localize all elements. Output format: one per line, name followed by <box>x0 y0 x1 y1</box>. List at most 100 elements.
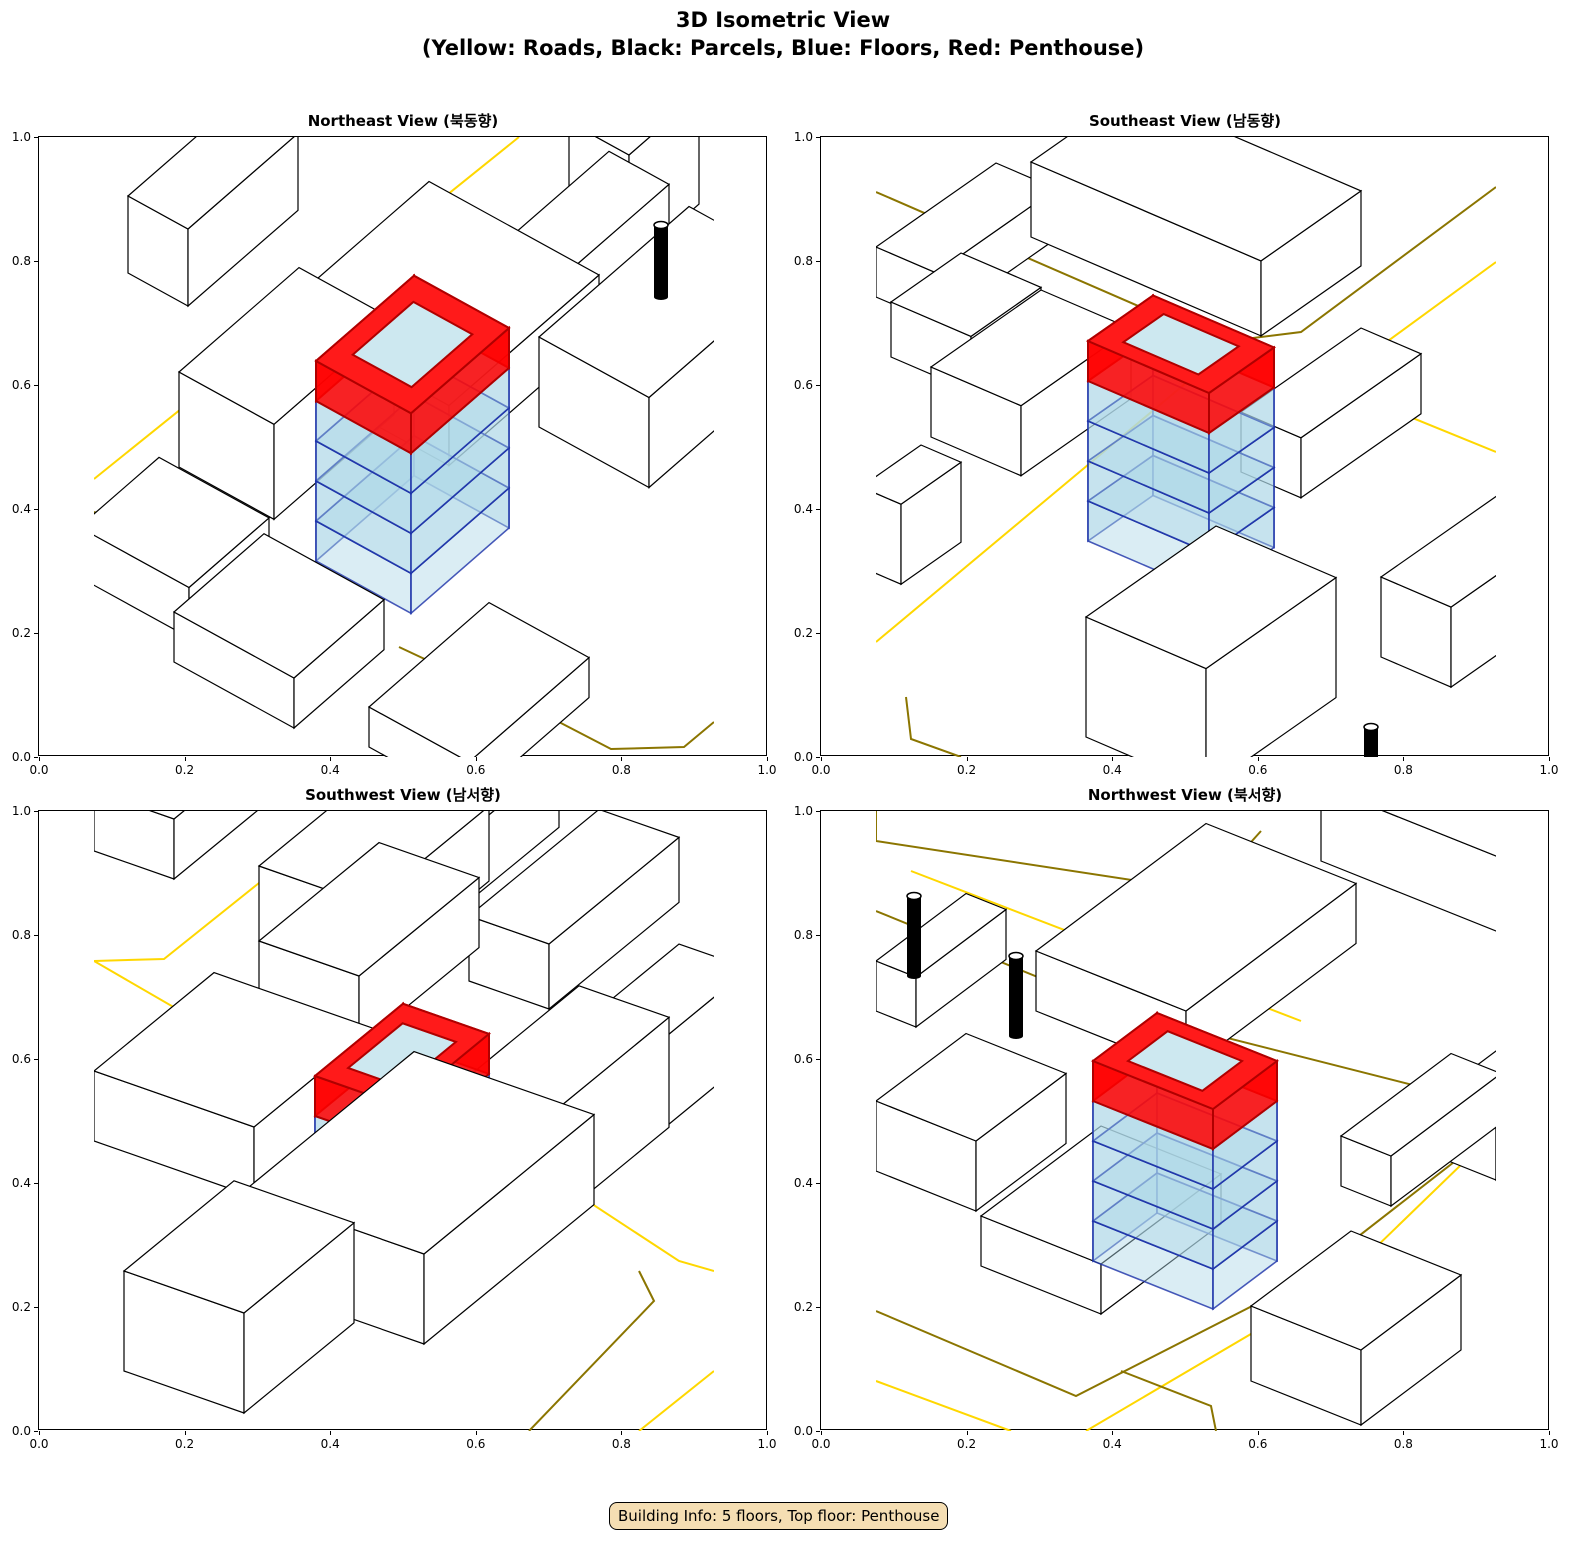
road-line <box>876 186 1496 344</box>
parcel-building <box>1249 1230 1463 1427</box>
scene-drawing <box>94 137 714 757</box>
subject-building <box>1090 1011 1280 1311</box>
y-tick-label: 0.0 <box>793 1424 813 1438</box>
parcel-building <box>979 1125 1223 1316</box>
y-tick-label: 1.0 <box>11 804 31 818</box>
x-tick-label: 0.6 <box>466 1437 486 1451</box>
cylinder-structure <box>1008 951 1024 1039</box>
cylinder-structure <box>906 891 922 979</box>
parcel-building <box>876 892 1008 1029</box>
x-tick-label: 0.6 <box>1248 1437 1268 1451</box>
y-tick-label: 0.8 <box>793 254 813 268</box>
parcel-building <box>876 444 963 586</box>
x-tick-label: 0.0 <box>811 1437 831 1451</box>
x-tick-label: 0.6 <box>1248 763 1268 777</box>
y-tick-label: 0.0 <box>793 750 813 764</box>
parcel-building <box>537 205 714 489</box>
scene-drawing <box>94 811 714 1431</box>
y-tick-label: 0.0 <box>11 1424 31 1438</box>
x-tick-label: 0.4 <box>1102 763 1122 777</box>
parcel-building <box>122 1180 356 1415</box>
floor-2 <box>1086 413 1276 555</box>
y-tick-label: 0.4 <box>793 1176 813 1190</box>
x-tick-label: 0.0 <box>811 763 831 777</box>
x-tick-label: 0.8 <box>1393 763 1413 777</box>
cylinder-structure <box>653 220 669 300</box>
parcel-building <box>467 811 681 1011</box>
x-tick-label: 0.2 <box>175 1437 195 1451</box>
y-tick-label: 0.8 <box>11 928 31 942</box>
parcel-building <box>1239 327 1423 499</box>
penthouse-floor <box>314 273 511 456</box>
panel-title-northwest: Northwest View (북서향) <box>1087 786 1283 804</box>
x-tick-label: 1.0 <box>1539 1437 1559 1451</box>
figure-title: 3D Isometric View (Yellow: Roads, Black:… <box>0 6 1566 62</box>
y-tick-label: 0.8 <box>11 254 31 268</box>
parcel-building <box>367 601 591 757</box>
x-tick-label: 0.8 <box>1393 1437 1413 1451</box>
y-tick-label: 0.2 <box>793 1300 813 1314</box>
x-tick-label: 0.4 <box>320 763 340 777</box>
x-tick-label: 0.2 <box>957 763 977 777</box>
y-tick-label: 0.6 <box>793 378 813 392</box>
panel-title-southwest: Southwest View (남서향) <box>305 786 501 804</box>
x-tick-label: 0.2 <box>957 1437 977 1451</box>
building-info-box: Building Info: 5 floors, Top floor: Pent… <box>609 1502 949 1530</box>
parcel-building <box>1379 495 1496 689</box>
y-tick-label: 0.6 <box>793 1052 813 1066</box>
parcel-building <box>172 532 386 730</box>
panel-title-northeast: Northeast View (북동향) <box>307 112 499 130</box>
x-tick-label: 0.0 <box>29 1437 49 1451</box>
x-tick-label: 1.0 <box>1539 763 1559 777</box>
y-tick-label: 0.6 <box>11 1052 31 1066</box>
x-tick-label: 0.8 <box>611 1437 631 1451</box>
parcel-building <box>257 841 481 1048</box>
x-tick-label: 0.8 <box>611 763 631 777</box>
y-tick-label: 1.0 <box>793 130 813 144</box>
x-tick-label: 0.4 <box>320 1437 340 1451</box>
x-tick-label: 0.6 <box>466 763 486 777</box>
y-tick-label: 0.2 <box>11 626 31 640</box>
x-tick-label: 0.4 <box>1102 1437 1122 1451</box>
road-line <box>876 1380 1012 1431</box>
panel-title-southeast: Southeast View (남동향) <box>1088 112 1282 130</box>
subject-building <box>314 273 511 616</box>
y-tick-label: 0.4 <box>11 1176 31 1190</box>
parcel-building <box>1084 525 1338 757</box>
scene-drawing <box>876 811 1496 1431</box>
y-tick-label: 0.4 <box>793 502 813 516</box>
parcel-building <box>1339 1052 1496 1208</box>
y-tick-label: 0.2 <box>793 626 813 640</box>
scene-drawing <box>876 137 1496 757</box>
figure-title-line2: (Yellow: Roads, Black: Parcels, Blue: Fl… <box>421 36 1145 60</box>
subject-building <box>1085 293 1277 595</box>
x-tick-label: 0.2 <box>175 763 195 777</box>
parcel-building <box>1320 811 1496 932</box>
parcel-building <box>876 1032 1068 1213</box>
floor-1 <box>314 433 511 616</box>
road-line <box>905 696 962 757</box>
road-line <box>1120 1370 1217 1431</box>
floor-1 <box>1091 1171 1279 1311</box>
floor-2 <box>1091 1131 1279 1271</box>
x-tick-label: 1.0 <box>757 1437 777 1451</box>
road-line <box>638 1370 714 1431</box>
y-tick-label: 0.2 <box>11 1300 31 1314</box>
x-tick-label: 1.0 <box>757 763 777 777</box>
x-tick-label: 0.0 <box>29 763 49 777</box>
penthouse-floor <box>1090 1011 1280 1151</box>
parcel-building <box>1029 137 1363 338</box>
y-tick-label: 0.4 <box>11 502 31 516</box>
cylinder-structure <box>1363 722 1379 757</box>
y-tick-label: 0.6 <box>11 378 31 392</box>
y-tick-label: 0.8 <box>793 928 813 942</box>
figure-title-line1: 3D Isometric View <box>675 8 891 32</box>
penthouse-floor <box>1085 293 1277 435</box>
road-line <box>528 1270 656 1431</box>
parcel-building <box>126 137 299 308</box>
y-tick-label: 1.0 <box>11 130 31 144</box>
